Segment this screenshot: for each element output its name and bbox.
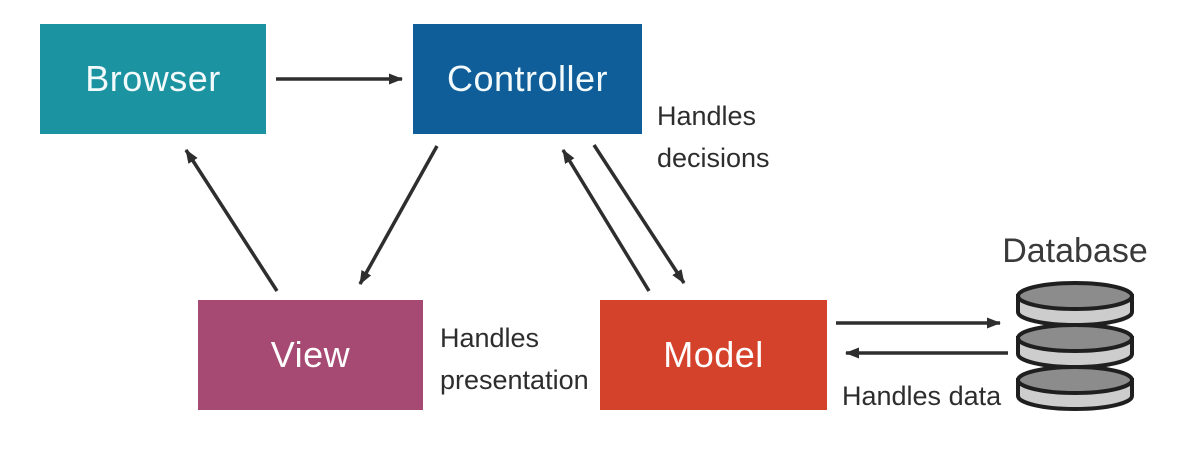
- arrow-view-to-browser: [184, 149, 279, 292]
- node-view-label: View: [270, 334, 351, 375]
- database-label: Database: [1002, 232, 1148, 270]
- annotation-handles-data: Handles data: [842, 381, 1002, 411]
- node-model: Model: [600, 300, 827, 410]
- annotation-handles-decisions: Handles decisions: [657, 101, 770, 173]
- database-disk: [1016, 323, 1134, 369]
- node-controller: Controller: [413, 24, 642, 134]
- node-browser-label: Browser: [85, 58, 221, 99]
- node-view: View: [198, 300, 423, 410]
- arrow-controller-to-view: [358, 145, 439, 285]
- node-model-label: Model: [663, 334, 764, 375]
- node-controller-label: Controller: [446, 58, 609, 99]
- node-browser: Browser: [40, 24, 266, 134]
- annotation-handles-presentation: Handles presentation: [440, 323, 589, 395]
- database-disk: [1016, 281, 1134, 327]
- arrow-model-to-controller: [561, 149, 651, 292]
